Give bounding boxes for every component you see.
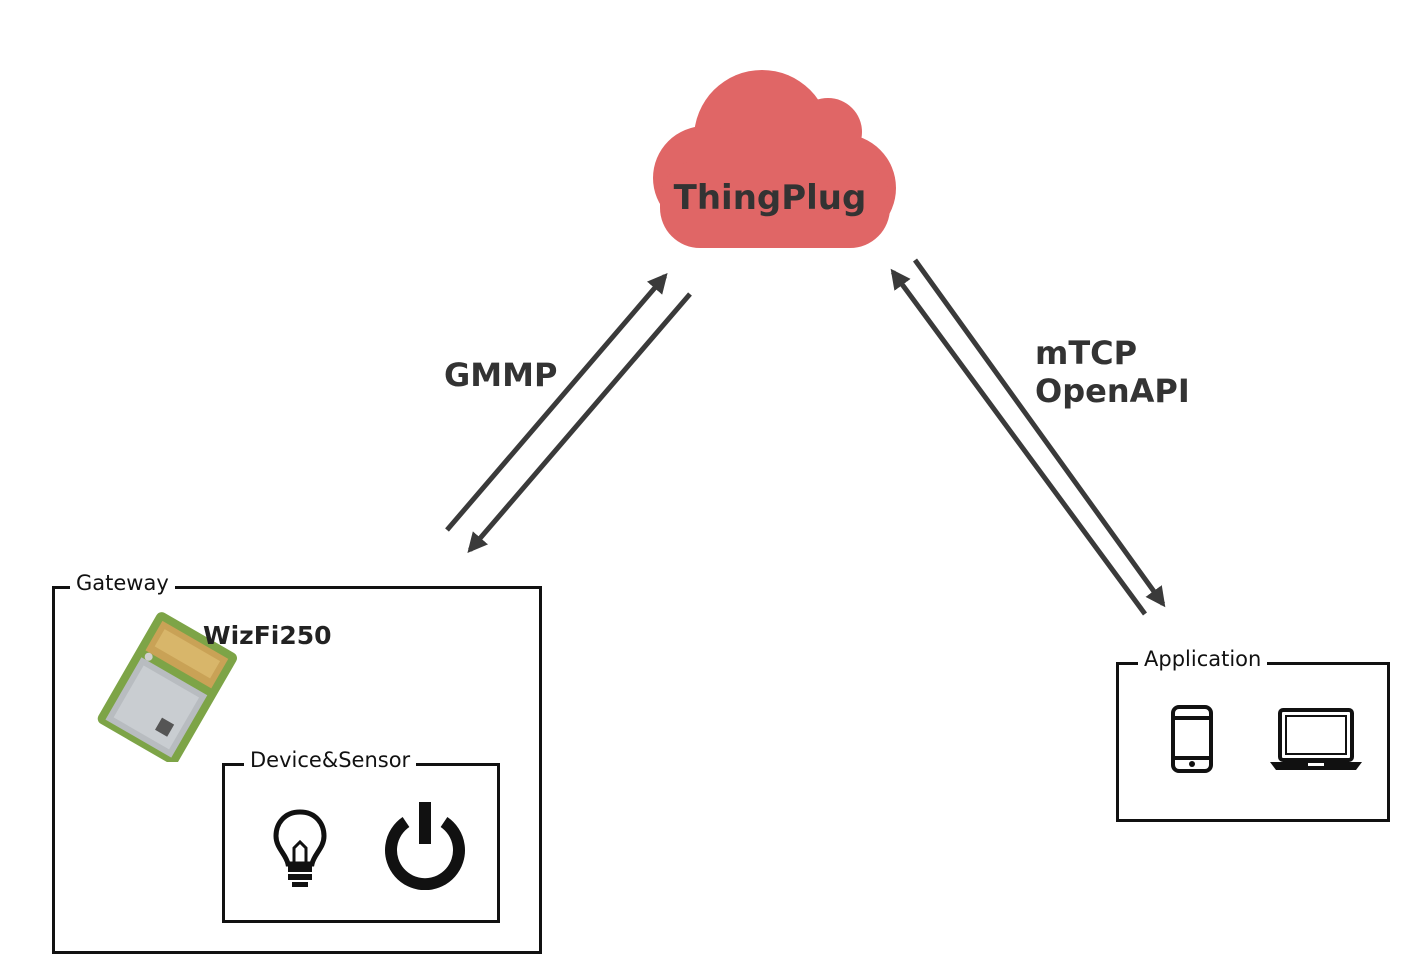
cloud-label: ThingPlug bbox=[673, 178, 867, 218]
openapi-label: OpenAPI bbox=[1035, 372, 1190, 410]
lightbulb-icon bbox=[273, 809, 327, 887]
laptop-icon bbox=[1270, 708, 1362, 770]
cloud-to-gateway-arrow bbox=[467, 292, 692, 554]
power-icon bbox=[385, 802, 465, 890]
gateway-to-cloud-arrow bbox=[445, 272, 668, 532]
smartphone-icon bbox=[1171, 705, 1213, 773]
gmmp-protocol-label: GMMP bbox=[444, 356, 558, 394]
mtcp-openapi-protocol-label: mTCP OpenAPI bbox=[1035, 334, 1190, 410]
gateway-label: Gateway bbox=[70, 571, 175, 595]
wizfi250-module-image bbox=[97, 612, 238, 762]
mtcp-label: mTCP bbox=[1035, 334, 1138, 372]
cloud-to-application-arrow bbox=[912, 258, 1166, 608]
cloud-shape bbox=[653, 70, 896, 248]
application-label: Application bbox=[1138, 647, 1268, 671]
gateway-box bbox=[52, 586, 542, 954]
application-to-cloud-arrow bbox=[890, 268, 1148, 616]
device-sensor-label: Device&Sensor bbox=[244, 748, 417, 772]
module-name: WizFi250 bbox=[203, 621, 332, 650]
